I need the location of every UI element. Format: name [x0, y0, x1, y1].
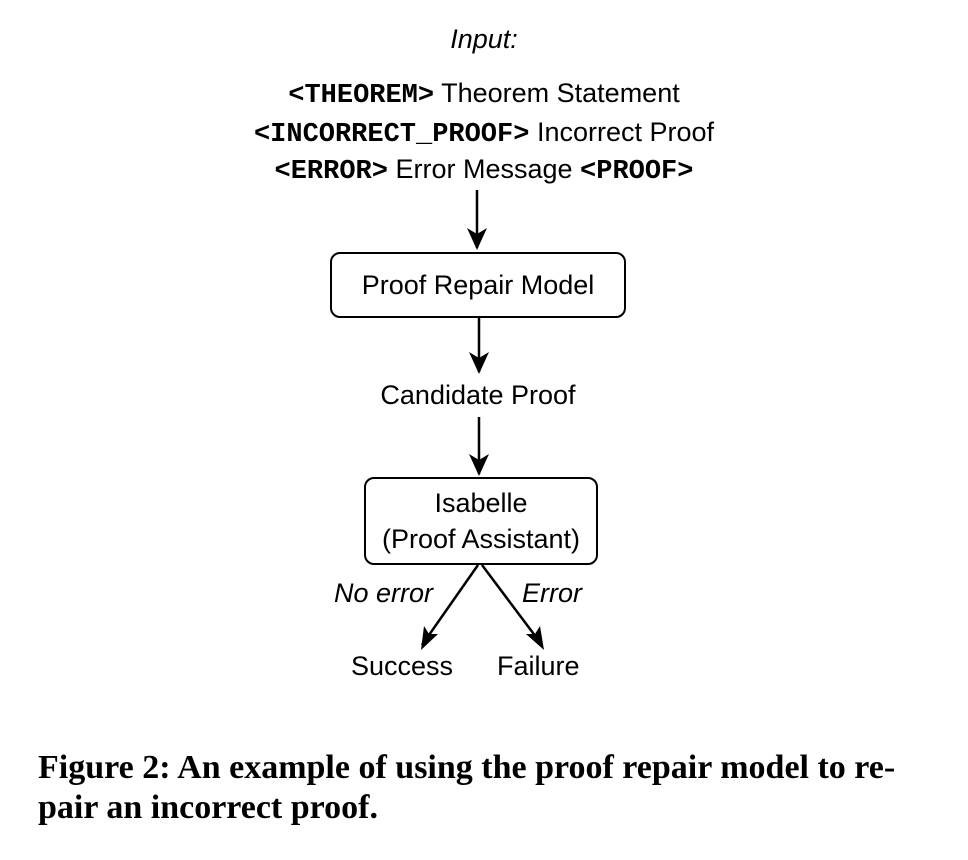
- input-incorrect-proof-line: <INCORRECT_PROOF> Incorrect Proof: [0, 117, 968, 150]
- arrow-to-success: [420, 564, 480, 646]
- arrowhead-candidate-to-isabelle: [469, 454, 489, 476]
- isabelle-box: Isabelle (Proof Assistant): [364, 477, 598, 565]
- arrowhead-to-success: [421, 626, 438, 650]
- no-error-edge-label: No error: [334, 578, 434, 608]
- incorrect-proof-tag: <INCORRECT_PROOF>: [253, 120, 530, 150]
- failure-label: Failure: [497, 651, 580, 681]
- input-heading: Input:: [450, 24, 518, 54]
- proof-repair-model-box: Proof Repair Model: [330, 252, 626, 318]
- incorrect-proof-text: Incorrect Proof: [536, 117, 715, 147]
- arrow-to-failure: [481, 564, 543, 646]
- figure-caption: Figure 2: An example of using the proof …: [38, 748, 938, 828]
- error-text: Error Message: [395, 154, 573, 184]
- caption-line-1: Figure 2: An example of using the proof …: [38, 749, 896, 786]
- proof-tag: <PROOF>: [580, 157, 694, 187]
- arrowhead-to-failure: [526, 626, 544, 650]
- arrowhead-model-to-candidate: [469, 352, 489, 374]
- candidate-proof-label: Candidate Proof: [380, 380, 576, 410]
- isabelle-label: Isabelle: [434, 488, 528, 518]
- theorem-tag: <THEOREM>: [288, 81, 435, 111]
- proof-assistant-label: (Proof Assistant): [381, 524, 581, 554]
- arrowhead-input-to-model: [467, 228, 487, 250]
- theorem-text: Theorem Statement: [441, 78, 680, 108]
- caption-line-2: pair an incorrect proof.: [38, 789, 378, 826]
- proof-repair-model-label: Proof Repair Model: [361, 270, 595, 300]
- success-label: Success: [351, 651, 454, 681]
- input-error-line: <ERROR> Error Message <PROOF>: [0, 154, 968, 187]
- input-theorem-line: <THEOREM> Theorem Statement: [0, 78, 968, 111]
- error-edge-label: Error: [522, 578, 582, 608]
- error-tag: <ERROR>: [274, 157, 388, 187]
